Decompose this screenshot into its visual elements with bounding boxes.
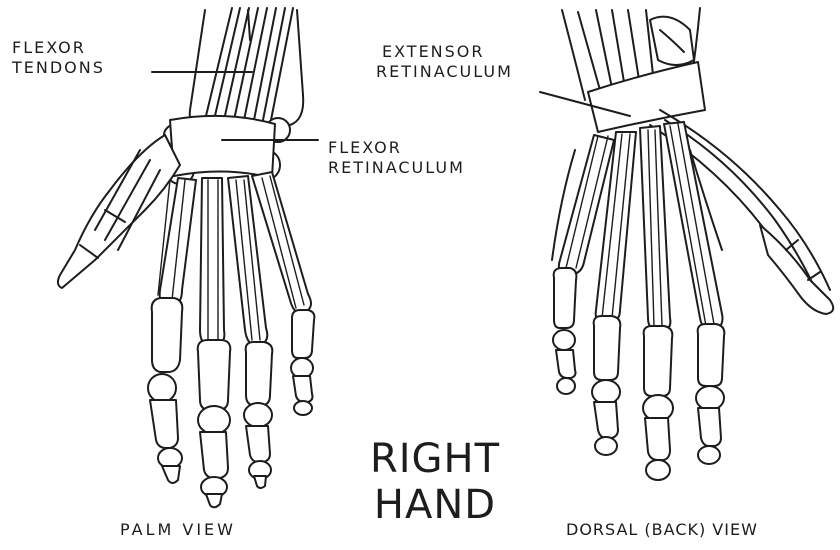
extensor-retinaculum-label: EXTENSOR RETINACULUM (376, 42, 513, 83)
dorsal-view-caption: DORSAL (BACK) VIEW (566, 520, 758, 539)
extensor-retinaculum-label-line2: RETINACULUM (376, 62, 513, 82)
flexor-tendons-label-line2: TENDONS (12, 58, 105, 78)
flexor-retinaculum-label: FLEXOR RETINACULUM (328, 138, 465, 179)
dorsal-little-finger (553, 268, 576, 394)
extensor-retinaculum-label-line1: EXTENSOR (376, 42, 513, 62)
extensor-retinaculum (588, 62, 705, 132)
title-line1: RIGHT (360, 436, 510, 482)
flexor-retinaculum (170, 116, 275, 178)
palm-ring-finger (244, 342, 272, 488)
dorsal-ring-finger (592, 316, 620, 455)
dorsal-middle-finger (643, 326, 673, 480)
palm-view-hand (58, 8, 318, 507)
flexor-tendons-label-line1: FLEXOR (12, 38, 105, 58)
dorsal-index-finger (696, 324, 724, 464)
flexor-tendons-label: FLEXOR TENDONS (12, 38, 105, 79)
flexor-retinaculum-label-line1: FLEXOR (328, 138, 465, 158)
diagram-title: RIGHT HAND (360, 436, 510, 528)
palm-index-finger (148, 298, 182, 483)
palm-view-caption: PALM VIEW (120, 520, 236, 539)
dorsal-view-hand (540, 8, 833, 480)
title-line2: HAND (360, 482, 510, 528)
flexor-retinaculum-label-line2: RETINACULUM (328, 158, 465, 178)
palm-middle-finger (198, 340, 231, 507)
palm-little-finger (291, 310, 314, 415)
dorsal-metacarpals (552, 122, 723, 330)
